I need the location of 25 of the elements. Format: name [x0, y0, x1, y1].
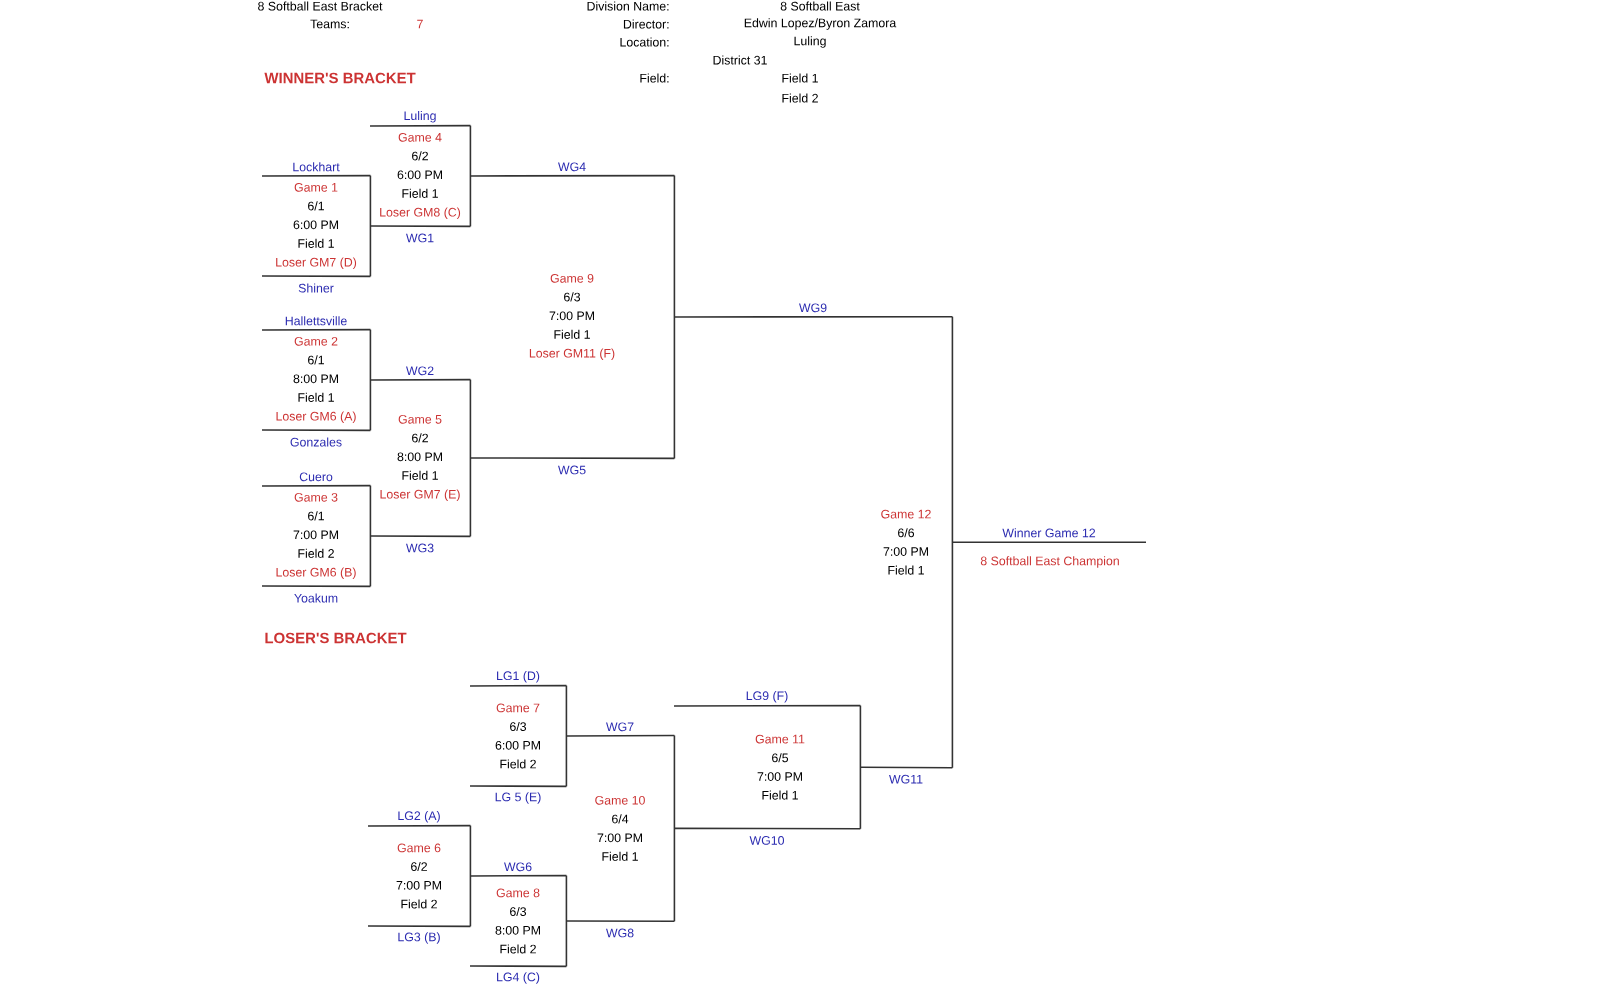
bracket-line	[469, 874, 568, 877]
bracket-line	[565, 920, 676, 923]
bracket-line	[261, 585, 372, 588]
bracket-line	[369, 124, 472, 127]
bracket-line	[469, 785, 568, 788]
bracket-line	[369, 535, 472, 538]
bracket-line	[951, 541, 1147, 543]
bracket-line	[369, 378, 472, 381]
bracket-line	[469, 174, 676, 177]
bracket-line	[367, 925, 472, 928]
bracket-line	[261, 174, 372, 177]
bracket-line	[367, 824, 472, 827]
bracket-line	[369, 225, 472, 228]
bracket-line	[469, 457, 676, 460]
bracket-line	[673, 827, 862, 830]
bracket-line	[261, 484, 372, 487]
bracket-line	[469, 684, 568, 687]
bracket-line	[261, 328, 372, 331]
bracket-line	[565, 734, 676, 737]
bracket-line	[469, 965, 568, 968]
bracket-line	[673, 704, 862, 707]
bracket-line	[261, 429, 372, 432]
bracket-line	[673, 315, 954, 318]
bracket-line	[261, 275, 372, 278]
bracket-line	[859, 766, 954, 769]
